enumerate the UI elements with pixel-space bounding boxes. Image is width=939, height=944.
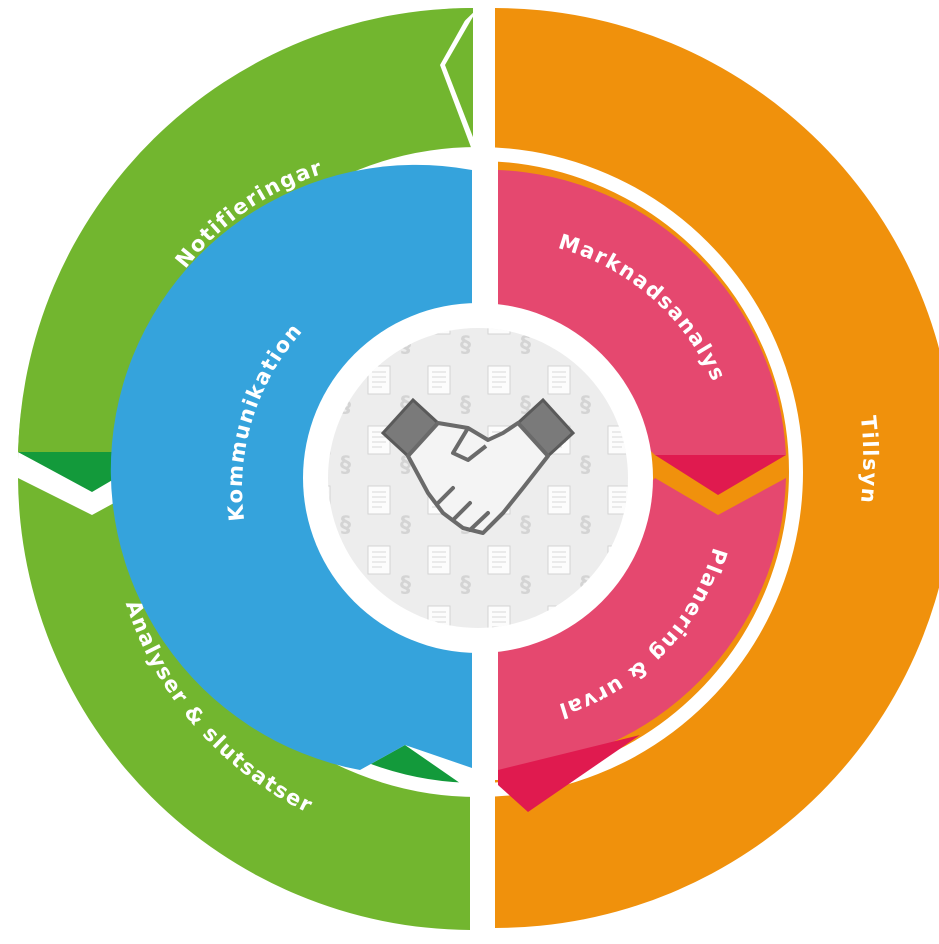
handshake-icon xyxy=(380,397,576,535)
label-tillsyn: Tillsyn xyxy=(856,415,882,506)
segment-planering xyxy=(498,478,786,810)
segment-marknadsanalys xyxy=(498,170,786,492)
fold-marknadsanalys xyxy=(655,455,786,495)
fold-planering xyxy=(498,735,640,812)
fold-analyser xyxy=(360,745,470,790)
